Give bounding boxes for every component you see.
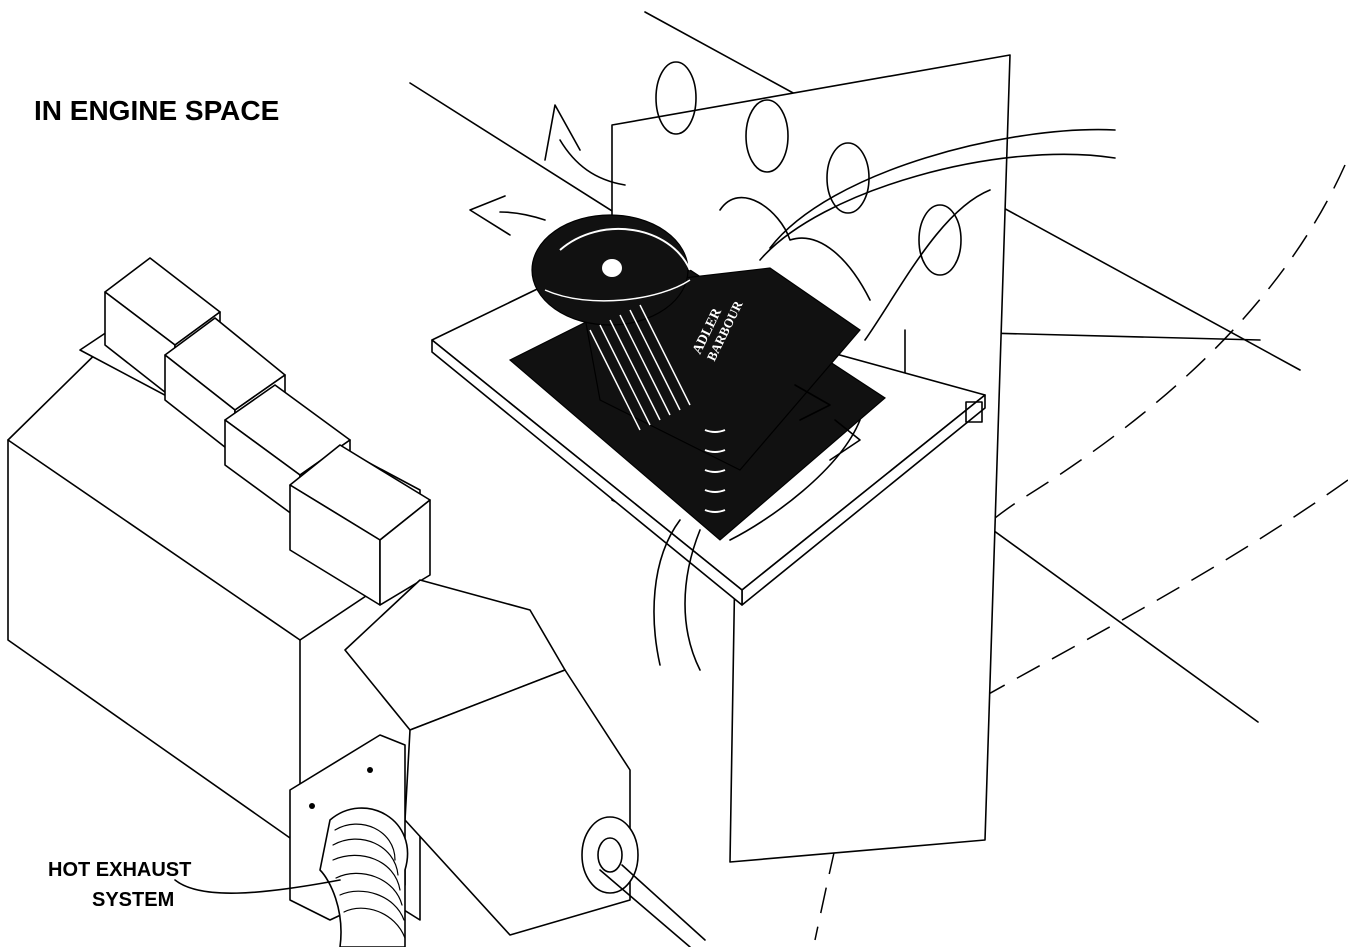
flexible-exhaust-hose — [319, 807, 409, 947]
engine-block — [7, 257, 431, 921]
vent-hole-2 — [745, 99, 789, 173]
diagram-title: IN ENGINE SPACE — [34, 95, 279, 126]
wiring — [653, 128, 1116, 671]
exhaust-label-line2: SYSTEM — [92, 889, 174, 911]
exhaust-label-line1: HOT EXHAUST — [48, 859, 191, 881]
vent-hole-1 — [655, 61, 697, 135]
inverter-unit: ADLER BARBOUR — [508, 214, 886, 541]
exhaust-leader-line — [174, 879, 341, 894]
vent-hole-4 — [918, 204, 962, 276]
firewall-vent-holes — [655, 61, 962, 276]
airflow-arrows — [469, 104, 861, 461]
exhaust-manifold — [289, 579, 706, 947]
